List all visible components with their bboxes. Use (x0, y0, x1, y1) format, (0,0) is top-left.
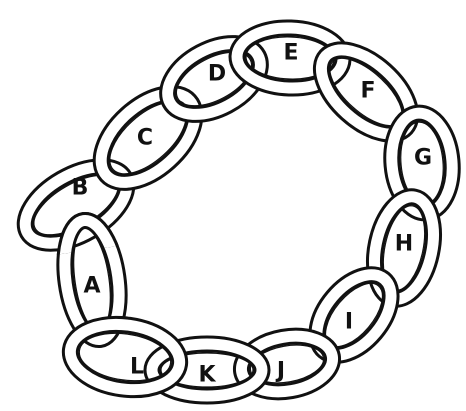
chain-link-label-h: H (395, 232, 413, 257)
chain-link-label-a: A (83, 274, 100, 299)
chain-link-label-e: E (283, 41, 298, 66)
chain-link-label-l: L (130, 355, 144, 380)
chain-link-label-d: D (208, 62, 226, 87)
chain-link-label-g: G (414, 146, 432, 171)
chain-link-body (302, 261, 405, 369)
chain-link-label-i: I (345, 310, 353, 335)
chain-link-label-j: J (275, 359, 285, 384)
chain-link-i (302, 261, 405, 369)
chain-link-label-k: K (198, 363, 216, 388)
chain-link-label-b: B (72, 176, 89, 201)
chain-link-label-c: C (137, 126, 153, 151)
chain-link-label-f: F (360, 79, 375, 104)
